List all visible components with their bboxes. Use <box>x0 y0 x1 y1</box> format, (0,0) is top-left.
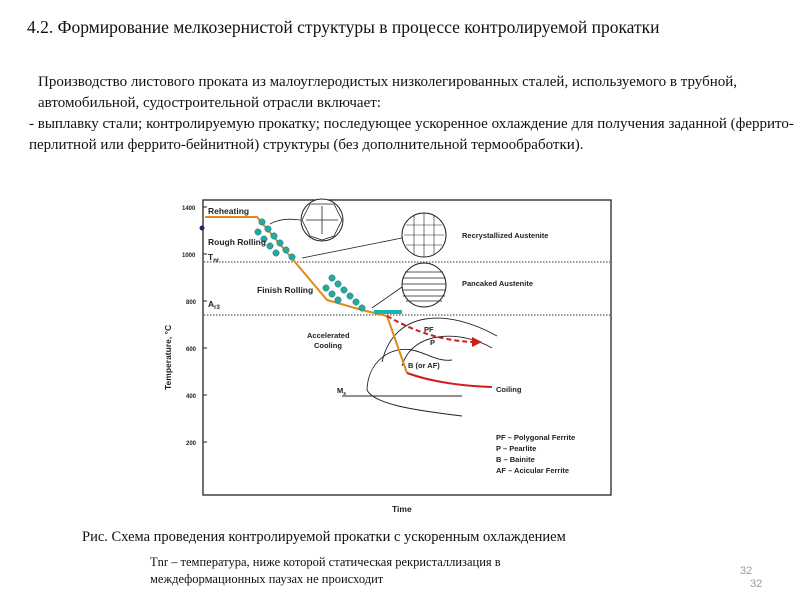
x-axis-label: Time <box>392 504 412 514</box>
label-finish-rolling: Finish Rolling <box>257 285 313 295</box>
label-ar3: Ar3 <box>208 299 220 311</box>
bullet-item: - выплавку стали; контролируемую прокатк… <box>29 116 794 153</box>
label-reheating: Reheating <box>208 206 249 216</box>
coarse-connector <box>269 218 301 225</box>
y-tick-400: 400 <box>186 394 197 400</box>
y-tick-600: 600 <box>186 347 197 353</box>
label-rough-rolling: Rough Rolling <box>208 237 266 247</box>
legend-p: P – Pearlite <box>496 444 536 453</box>
fine-connector <box>301 237 403 259</box>
legend-b: B – Bainite <box>496 455 535 464</box>
figure-caption: Рис. Схема проведения контролируемой про… <box>82 529 566 545</box>
y-tick-1400: 1400 <box>182 206 196 212</box>
tnr-note: Tnr – температура, ниже которой статичес… <box>150 555 501 586</box>
label-pf: PF <box>424 325 434 334</box>
page-number: 32 <box>740 565 753 577</box>
label-tnr: Tnr <box>208 252 220 264</box>
legend-pf: PF – Polygonal Ferrite <box>496 433 575 442</box>
legend: PF – Polygonal Ferrite P – Pearlite B – … <box>496 433 575 475</box>
pancaked-connector <box>371 286 403 309</box>
label-cooling: Cooling <box>314 341 342 350</box>
label-accelerated: Accelerated <box>307 331 350 340</box>
label-recrystallized-austenite: Recrystallized Austenite <box>462 231 548 240</box>
pf-curve <box>381 317 498 363</box>
slide-title: 4.2. Формирование мелкозернистой структу… <box>27 17 660 37</box>
intro-paragraph: Производство листового проката из малоуг… <box>38 74 738 111</box>
label-pancaked-austenite: Pancaked Austenite <box>462 279 533 288</box>
page-number-footer: 32 <box>750 578 763 590</box>
label-b-af: B (or AF) <box>408 361 440 370</box>
fine-grain-structure <box>401 212 447 258</box>
label-p: P <box>430 338 435 347</box>
pancaked-grain-structure <box>401 262 447 308</box>
bainite-curve <box>366 348 453 391</box>
air-cooling-path <box>386 315 473 343</box>
y-tick-800: 800 <box>186 300 197 306</box>
controlled-rolling-diagram: 1400 1000 800 600 400 200 Temperature, °… <box>162 190 622 530</box>
label-ms: Ms <box>337 386 346 397</box>
air-cooling-arrowhead <box>472 337 482 347</box>
diagram-svg: 1400 1000 800 600 400 200 Temperature, °… <box>163 198 612 514</box>
rolling-passes <box>254 218 366 312</box>
pancake-bar <box>374 310 402 314</box>
y-axis-label: Temperature, °C <box>163 325 173 390</box>
legend-af: AF – Acicular Ferrite <box>496 466 569 475</box>
y-ticks <box>203 206 207 443</box>
coarse-grain-structure <box>300 198 344 242</box>
y-tick-1000: 1000 <box>182 253 196 259</box>
bainite-lower-curve <box>366 389 463 417</box>
process-path <box>205 216 408 374</box>
y-tick-200: 200 <box>186 441 197 447</box>
label-coiling: Coiling <box>496 385 522 394</box>
axis-marker <box>199 225 205 231</box>
coiling-path <box>406 372 493 388</box>
